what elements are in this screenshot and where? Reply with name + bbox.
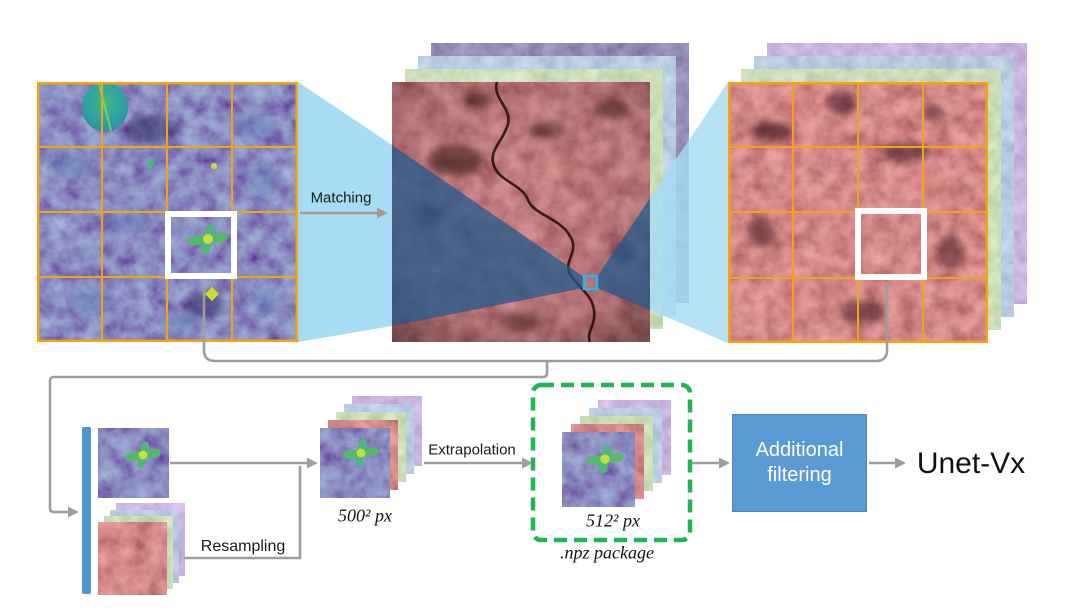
- lidar-details: [50, 82, 282, 332]
- npz-package-dashed-box: [530, 382, 693, 543]
- yellow-diamond-marker: [204, 286, 220, 302]
- resampling-connector: [184, 466, 302, 560]
- target-highlight-square: [855, 208, 927, 280]
- target-image-details: [748, 89, 963, 324]
- lidar-grid-panel: [36, 81, 299, 343]
- resampling-label: Resampling: [200, 538, 286, 555]
- to-concat-bar-connector: [48, 361, 549, 518]
- squares-join-connector: [202, 282, 889, 363]
- additional-filtering-box: Additional filtering: [732, 414, 867, 512]
- lidar-highlight-square: [165, 211, 237, 279]
- resampled-stack-500: [320, 396, 422, 498]
- tile-extraction-connectors: [48, 282, 889, 518]
- extrapolation-label: Extrapolation: [428, 441, 516, 459]
- lidar-patch-tile: [98, 428, 169, 498]
- tile-size-512-label: 512² px: [586, 510, 640, 531]
- tile-size-500-label: 500² px: [338, 505, 392, 526]
- extrapolated-stack-512: [562, 400, 671, 507]
- image-patch-stack: [98, 503, 185, 595]
- reference-image-stack: [392, 43, 689, 342]
- concat-bar: [82, 427, 91, 594]
- npz-package-label: .npz package: [560, 542, 654, 563]
- matching-label: Matching: [310, 189, 372, 207]
- output-model-label: Unet-Vx: [916, 447, 1026, 480]
- left-cone-over-image: [392, 145, 584, 326]
- flow-arrows: [170, 457, 906, 560]
- target-image-stack: [727, 43, 1027, 344]
- right-projection-cone: [650, 82, 728, 343]
- match-square: [582, 274, 599, 291]
- right-cone-over-image: [597, 198, 650, 310]
